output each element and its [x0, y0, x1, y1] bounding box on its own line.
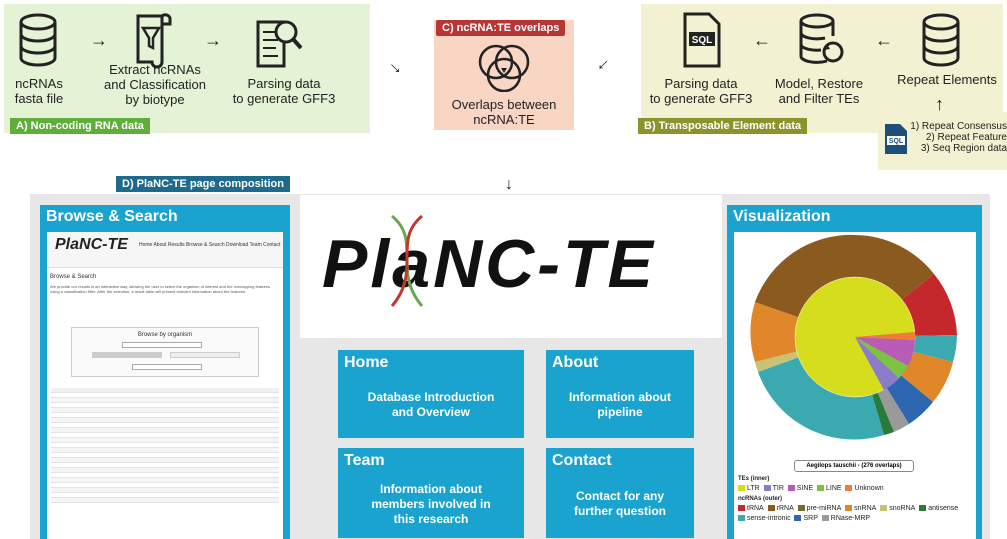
svg-text:SQL: SQL — [889, 138, 904, 145]
browse-screenshot: PlaNC-TE Home About Results Browse & Sea… — [47, 232, 283, 539]
legend-item: snRNA — [845, 505, 876, 512]
arrow-down-icon: ↓ — [505, 176, 513, 193]
legend-item: TIR — [763, 485, 784, 492]
legend-item: sense-intronic — [738, 515, 791, 522]
legend-item: tRNA — [738, 505, 764, 512]
legend-item: LTR — [738, 485, 760, 492]
parse-gff3-label: Parsing data to generate GFF3 — [232, 76, 336, 106]
arrow-right-icon: → — [90, 30, 108, 50]
panel-d-tag: D) PlaNC-TE page composition — [116, 176, 290, 192]
mini-toggle — [170, 352, 240, 358]
scroll-filter-icon — [136, 13, 172, 69]
repeat-elements-label: Repeat Elements — [897, 72, 997, 87]
browse-search-title: Browse & Search — [46, 208, 178, 225]
database-icon — [19, 13, 57, 67]
panel-overlaps: Overlaps between ncRNA:TE — [434, 20, 574, 130]
sources-list: 1) Repeat Consensus 2) Repeat Feature 3)… — [910, 121, 1007, 154]
mini-logo: PlaNC-TE — [55, 236, 128, 253]
legend-item: SINE — [787, 485, 813, 492]
card-contact: Contact Contact for any further question — [546, 448, 694, 538]
arrow-diagonal-icon: → — [591, 53, 619, 81]
card-about-body: Information about pipeline — [569, 390, 671, 419]
card-home-body: Database Introduction and Overview — [367, 390, 495, 419]
svg-text:SQL: SQL — [692, 35, 713, 46]
card-team: Team Information about members involved … — [338, 448, 524, 538]
visualization-screenshot: Aegilops tauschii - (276 overlaps) TEs (… — [734, 232, 976, 539]
rnas-legend: tRNA rRNA pre-miRNA snRNA snoRNA antisen… — [738, 505, 958, 512]
mini-nav: Home About Results Browse & Search Downl… — [139, 242, 281, 248]
mini-text: We provide our results in an interactive… — [50, 284, 270, 294]
panel-c-tag: C) ncRNA:TE overlaps — [436, 20, 566, 36]
extract-ncrna-label: Extract ncRNAs and Classification by bio… — [104, 62, 206, 107]
arrow-left-icon: ← — [753, 30, 771, 50]
sql-document-icon: SQL — [885, 124, 907, 154]
visualization-title: Visualization — [733, 208, 831, 225]
sources-box: SQL 1) Repeat Consensus 2) Repeat Featur… — [878, 112, 1007, 170]
legend-item: LINE — [817, 485, 842, 492]
mini-select — [122, 342, 202, 348]
mini-filter-box: Browse by organism — [71, 327, 259, 377]
mini-header: PlaNC-TE Home About Results Browse & Sea… — [47, 232, 283, 268]
panel-a-tag: A) Non-coding RNA data — [10, 118, 150, 134]
card-contact-title: Contact — [552, 452, 612, 469]
arrow-up-icon: ↑ — [935, 94, 944, 114]
card-home-title: Home — [344, 354, 389, 371]
database-restore-icon — [799, 13, 844, 64]
browse-search-panel: Browse & Search PlaNC-TE Home About Resu… — [40, 205, 290, 539]
legend-item: RNase-MRP — [821, 515, 870, 522]
card-contact-body: Contact for any further question — [574, 489, 666, 518]
panel-ncrna: ncRNAs fasta file → Extract ncRNAs and C… — [4, 4, 370, 133]
arrow-right-icon: → — [204, 30, 222, 50]
legend-item: pre-miRNA — [797, 505, 841, 512]
tes-legend-label: TEs (inner) — [738, 476, 770, 482]
te-parse-gff3-label: Parsing data to generate GFF3 — [649, 76, 753, 106]
venn-icon — [478, 44, 530, 92]
sql-document-icon: SQL — [683, 12, 721, 68]
legend-item: rRNA — [767, 505, 794, 512]
sunburst-chart — [750, 234, 957, 440]
arrow-left-icon: ← — [875, 30, 893, 50]
model-restore-label: Model, Restore and Filter TEs — [774, 76, 864, 106]
tes-legend: LTR TIR SINE LINE Unknown — [738, 485, 884, 492]
legend-item: SRP — [794, 515, 818, 522]
rnas-legend-2: sense-intronic SRP RNase-MRP — [738, 515, 870, 522]
mini-table — [51, 388, 279, 503]
planc-te-logo: PlaNC-TE — [322, 226, 656, 302]
card-team-body: Information about members involved in th… — [371, 481, 491, 526]
panel-te: SQL Parsing data to generate GFF3 ← Mode… — [641, 4, 1003, 133]
ncrna-fasta-label: ncRNAs fasta file — [14, 76, 64, 106]
mini-select — [132, 364, 202, 370]
arrow-diagonal-icon: → — [383, 52, 411, 80]
dna-icon — [390, 214, 424, 307]
card-about-title: About — [552, 354, 599, 371]
panel-b-tag: B) Transposable Element data — [638, 118, 808, 134]
overlaps-label: Overlaps between ncRNA:TE — [451, 97, 557, 127]
database-icon — [922, 13, 960, 67]
mini-title: Browse & Search — [50, 274, 97, 280]
card-about: About Information about pipeline — [546, 350, 694, 438]
card-home: Home Database Introduction and Overview — [338, 350, 524, 438]
mini-toggle — [92, 352, 162, 358]
legend-item: antisense — [919, 505, 958, 512]
logo-box: PlaNC-TE — [300, 195, 722, 338]
legend-item: snoRNA — [880, 505, 915, 512]
visualization-panel: Visualization Aegilops tauschii - (276 o… — [727, 205, 982, 539]
legend-item: Unknown — [845, 485, 884, 492]
document-search-icon — [256, 20, 303, 68]
mini-box-title: Browse by organism — [137, 332, 193, 338]
rnas-legend-label: ncRNAs (outer) — [738, 496, 783, 502]
card-team-title: Team — [344, 452, 385, 469]
organism-select[interactable]: Aegilops tauschii - (276 overlaps) — [794, 460, 914, 472]
